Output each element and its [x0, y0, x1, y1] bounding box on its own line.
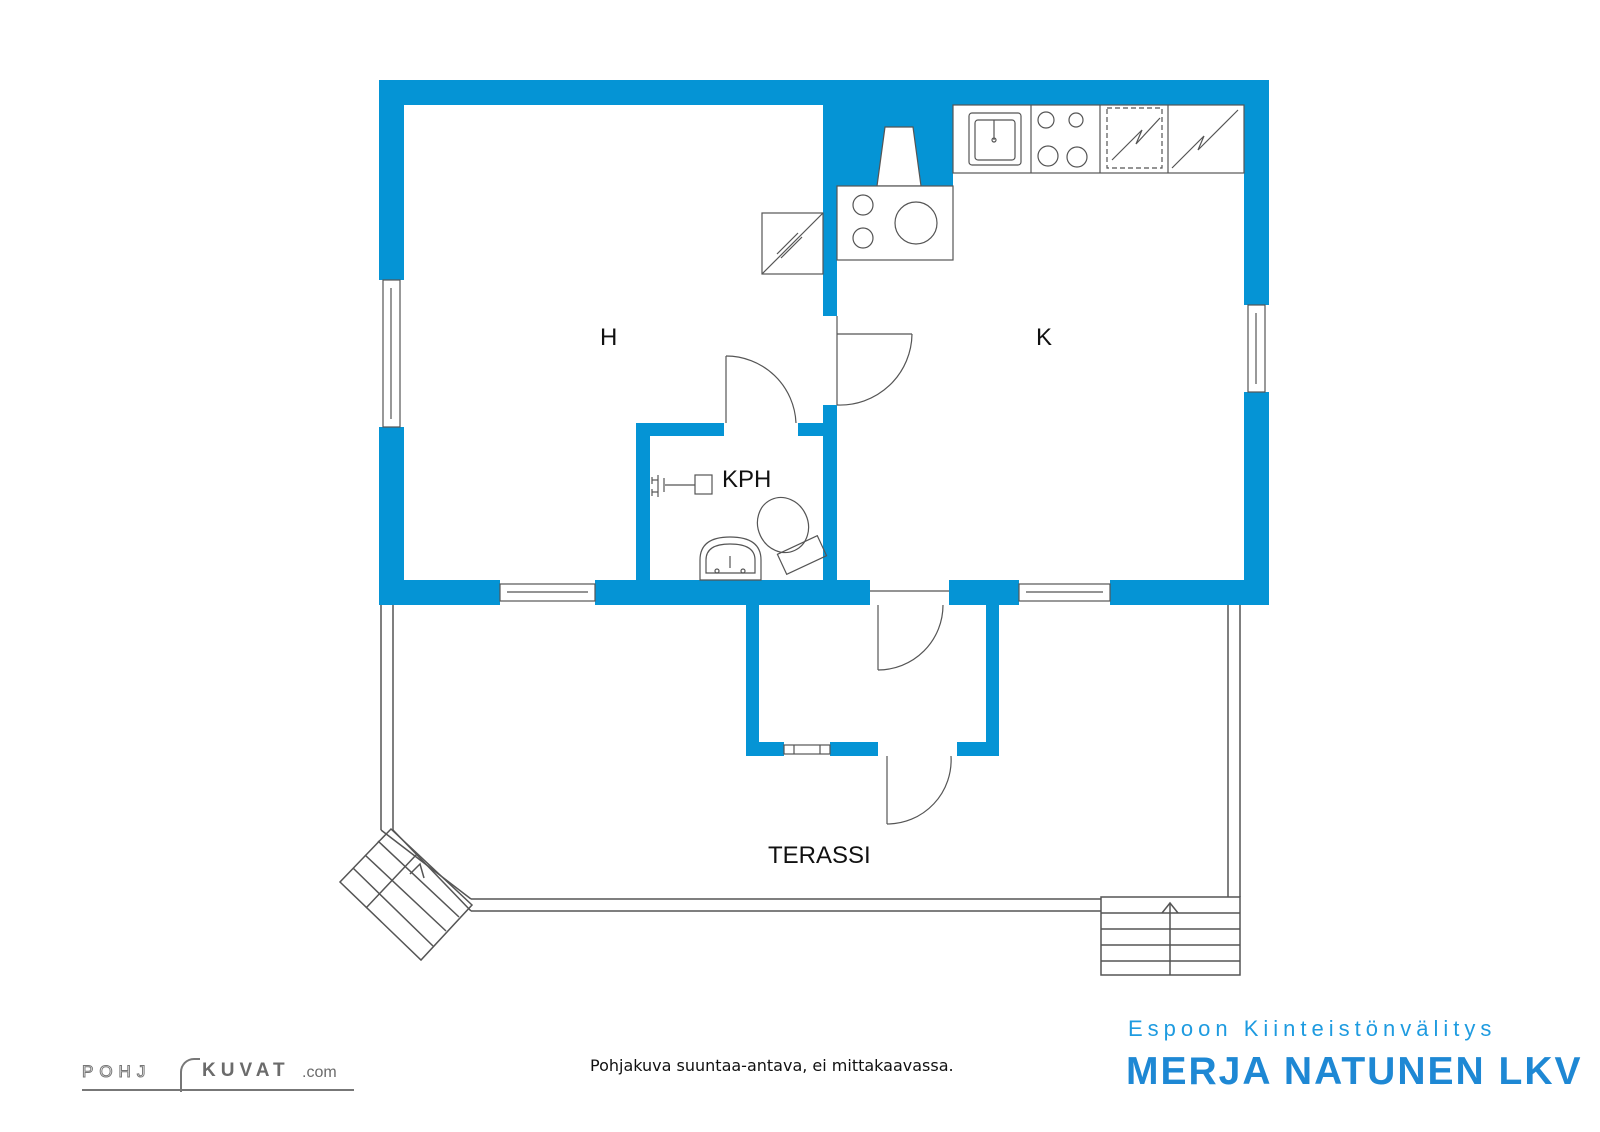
walls [379, 80, 1269, 756]
window-vestibule [783, 744, 831, 755]
shower-icon [651, 474, 713, 497]
room-label-terassi: TERASSI [768, 842, 871, 869]
room-label-kph: KPH [722, 466, 771, 493]
room-label-k: K [1036, 324, 1052, 351]
kitchen-counter [952, 104, 1245, 174]
left-stairs [338, 827, 474, 962]
stove-icon [1037, 111, 1088, 168]
right-stairs [1100, 896, 1241, 976]
toilet-icon [756, 496, 828, 576]
logo-underline [82, 1089, 354, 1091]
chimney-icon [876, 126, 922, 187]
room-label-h: H [600, 324, 617, 351]
fridge-icon [1106, 107, 1163, 169]
freezer-icon [1171, 109, 1239, 169]
logo-text-com: .com [302, 1064, 337, 1081]
brand-title: MERJA NATUNEN LKV [1126, 1050, 1583, 1093]
fireplace-icon [836, 185, 954, 261]
terrace-outline [380, 605, 1241, 912]
sink-icon [968, 112, 1022, 166]
doors [725, 316, 952, 825]
logo-text-kuvat: KUVAT [202, 1060, 290, 1081]
logo-hook-icon [180, 1058, 200, 1092]
washbasin-icon [699, 536, 762, 581]
disclaimer-text: Pohjakuva suuntaa-antava, ei mittakaavas… [590, 1056, 954, 1075]
logo-text-pohj: POHJ [81, 1062, 152, 1082]
brand-subtitle: Espoon Kiinteistönvälitys [1128, 1016, 1497, 1041]
cabinet-icon [761, 212, 824, 275]
windows [382, 279, 1266, 755]
